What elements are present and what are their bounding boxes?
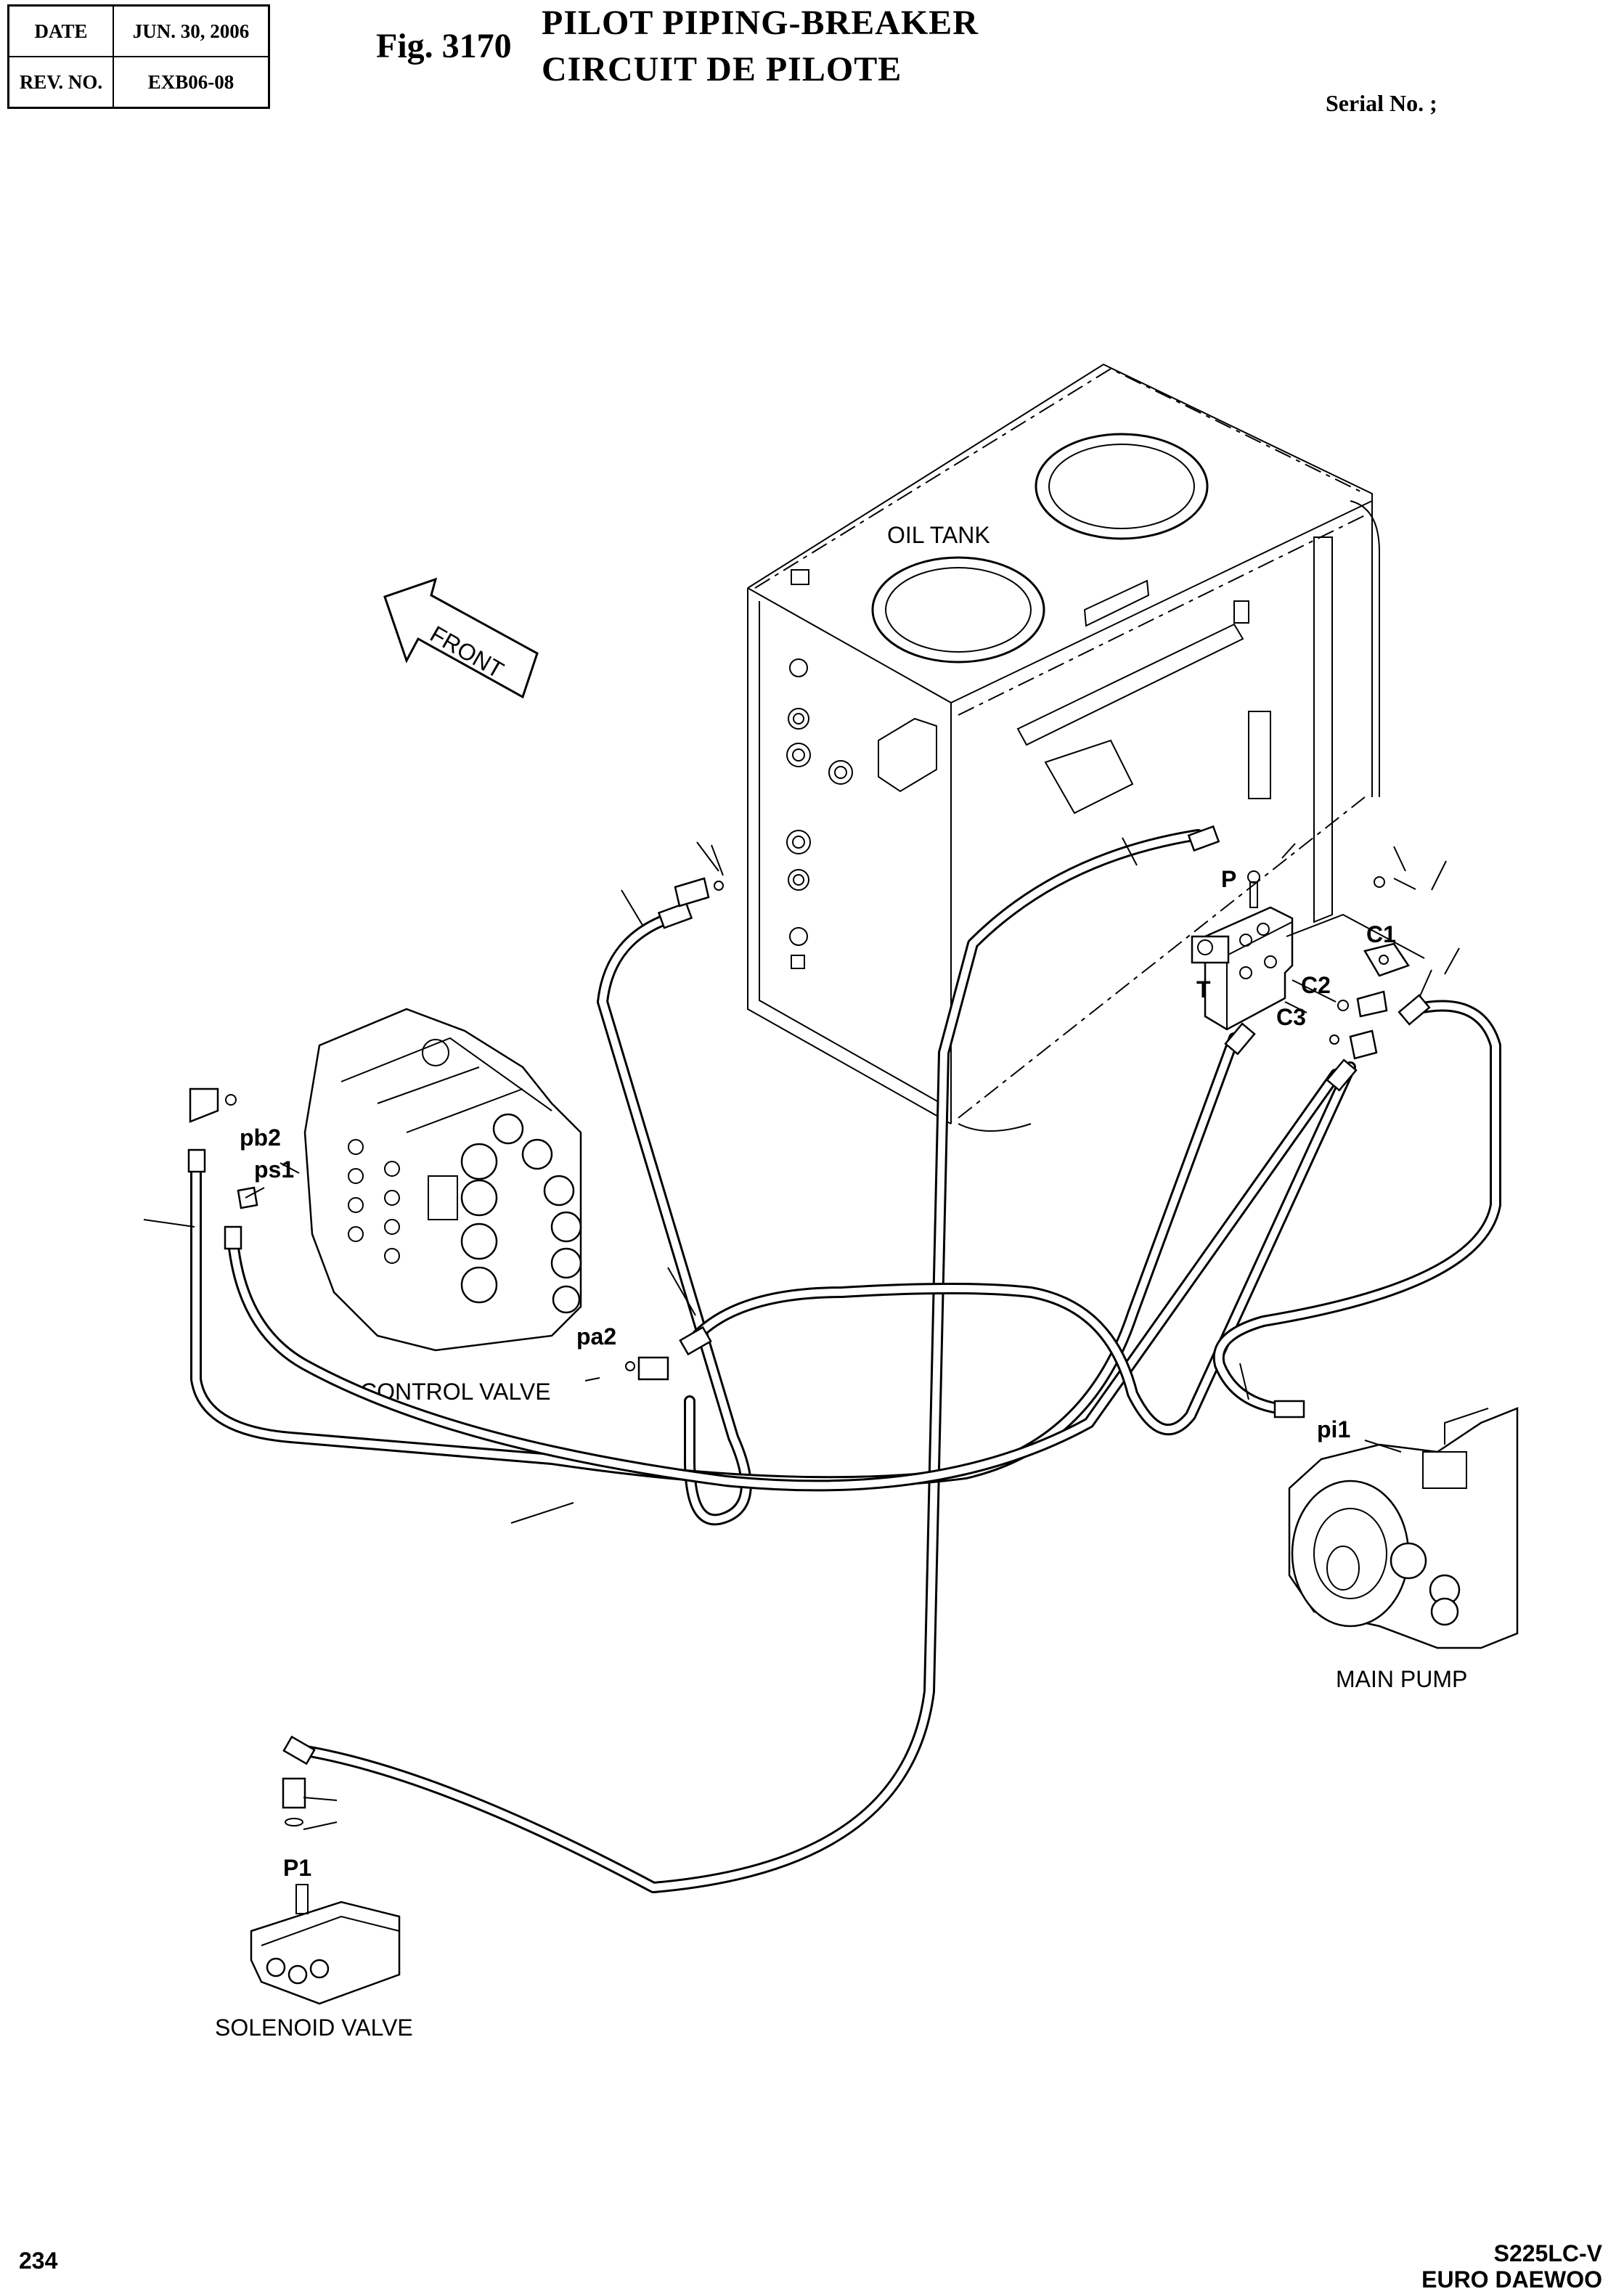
control-valve: CONTROL VALVE (303, 1008, 582, 1405)
breaker-valve-block: P T C1 C2 C3 (1191, 866, 1425, 1031)
title-english: PILOT PIPING-BREAKER (542, 4, 979, 42)
tank-port-front (871, 556, 1045, 664)
port-pb2-label: pb2 (240, 1124, 281, 1151)
oil-tank-label: OIL TANK (887, 522, 990, 548)
front-arrow: FRONT (383, 577, 539, 699)
rev-label: REV. NO. (7, 56, 114, 109)
model-code: S225LC-V (1493, 2240, 1602, 2266)
port-c2-label: C2 (1301, 972, 1331, 998)
main-pump-label: MAIN PUMP (1336, 1666, 1467, 1692)
figure-number: Fig. 3170 (376, 27, 512, 65)
tank-port-rear (1035, 433, 1209, 540)
date-value: JUN. 30, 2006 (113, 4, 270, 57)
title-french: CIRCUIT DE PILOTE (542, 50, 902, 89)
port-c3-label: C3 (1276, 1004, 1306, 1030)
main-pump: MAIN PUMP pi1 (1288, 1407, 1519, 1692)
port-ps1-label: ps1 (254, 1156, 294, 1183)
port-p-label: P (1221, 866, 1236, 892)
port-pi1-label: pi1 (1317, 1416, 1350, 1442)
port-p1-label: P1 (283, 1855, 311, 1881)
date-label: DATE (7, 4, 114, 57)
port-t-label: T (1196, 976, 1211, 1003)
solenoid-valve: SOLENOID VALVE P1 (215, 1855, 413, 2041)
pilot-hoses (143, 825, 1501, 1893)
rev-value: EXB06-08 (113, 56, 270, 109)
page-number: 234 (19, 2248, 58, 2274)
brand-name: EURO DAEWOO (1421, 2266, 1602, 2293)
port-pa2-label: pa2 (576, 1323, 616, 1350)
revision-block: DATE JUN. 30, 2006 REV. NO. EXB06-08 (7, 4, 270, 109)
solenoid-valve-label: SOLENOID VALVE (215, 2015, 413, 2041)
oil-tank: OIL TANK (747, 363, 1380, 1132)
serial-number: Serial No. ; (1326, 90, 1437, 116)
